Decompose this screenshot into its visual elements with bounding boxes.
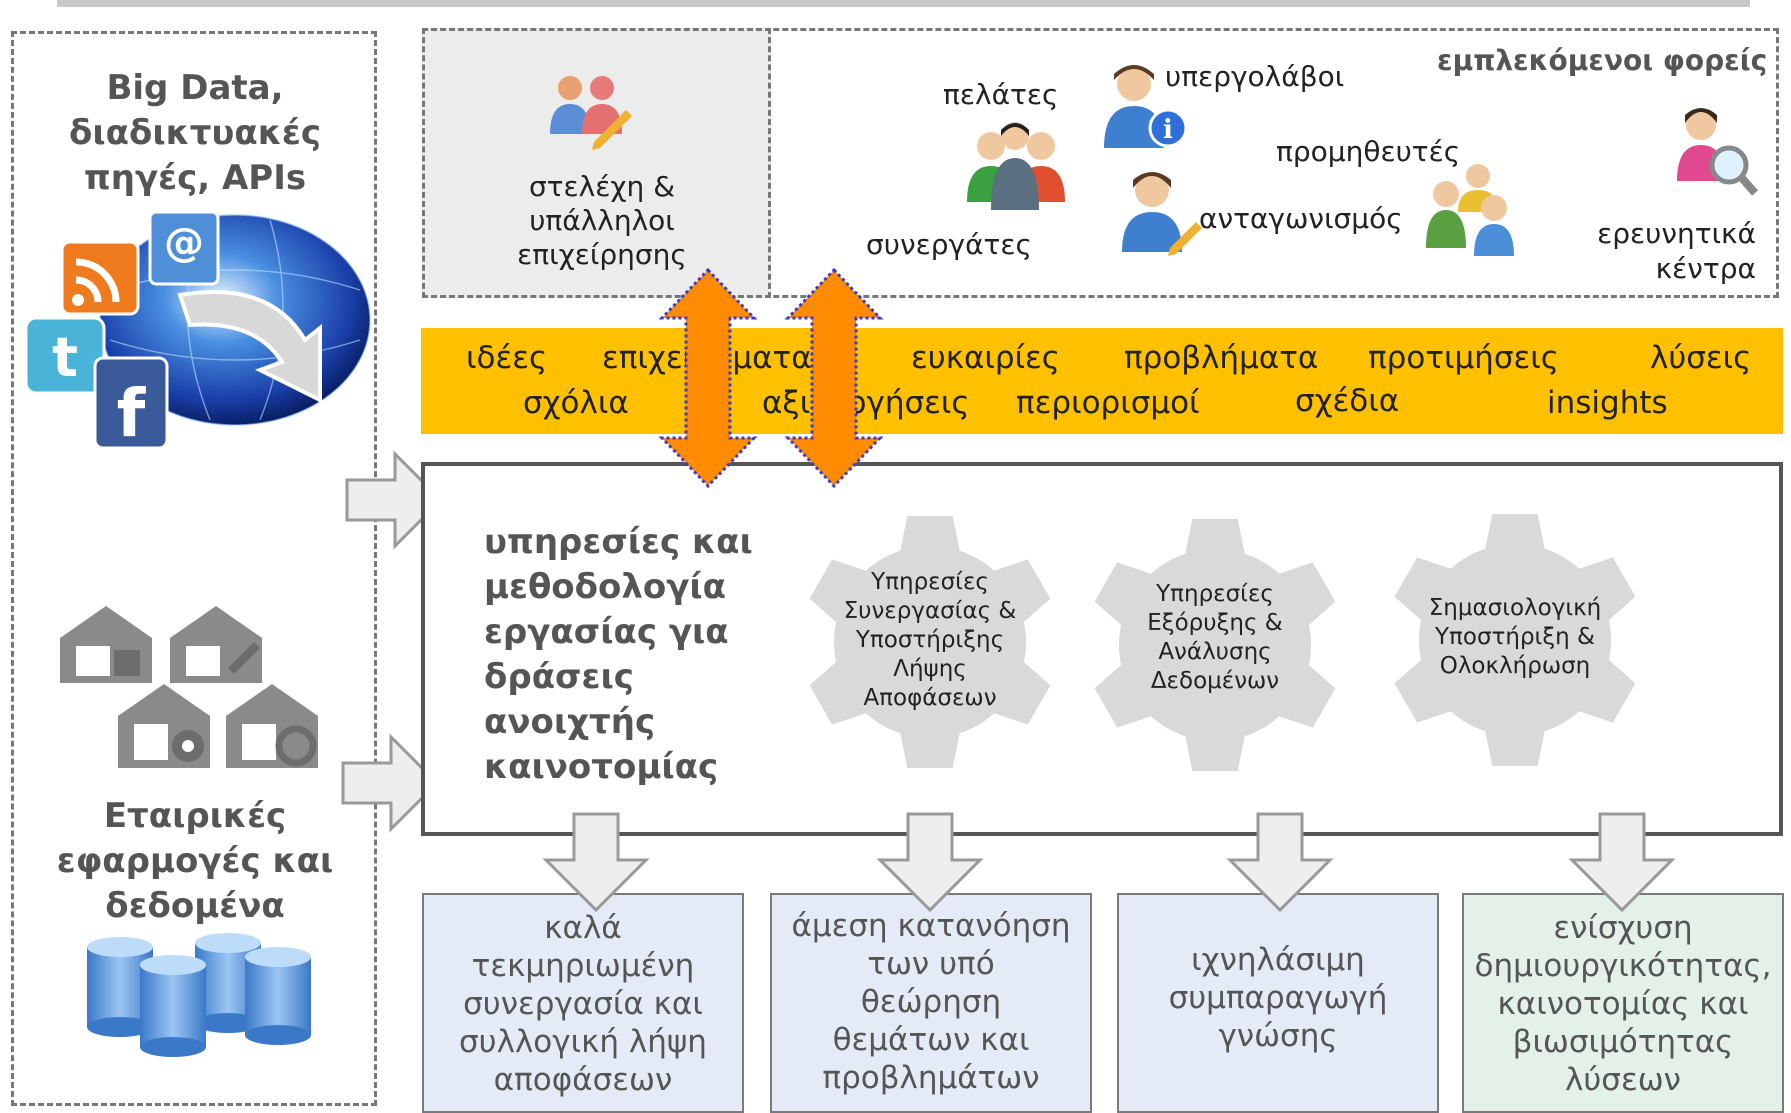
keyword-item: σχέδια — [1295, 383, 1400, 419]
facebook-icon: f — [93, 356, 169, 452]
svg-text:@: @ — [164, 220, 204, 266]
curved-arrow-icon — [177, 290, 322, 404]
stakeholders-heading: εμπλεκόμενοι φορείς — [1437, 44, 1768, 77]
gear-icon — [1394, 514, 1636, 766]
competition-edit-icon — [1122, 172, 1202, 256]
web-sources-collage: @ t f — [24, 210, 371, 452]
gear-shape — [1394, 514, 1636, 766]
svg-text:i: i — [1163, 115, 1173, 145]
twitter-icon: t — [24, 316, 106, 395]
subcontractors-label: υπεργολάβοι — [1165, 60, 1345, 93]
database-icon — [87, 933, 311, 1057]
keyword-item: ευκαιρίες — [911, 340, 1061, 376]
input-arrow-bottom — [341, 733, 440, 833]
keyword-band — [421, 328, 1783, 434]
keyword-item: insights — [1547, 385, 1668, 421]
down-arrow-4 — [1568, 812, 1676, 913]
keyword-item: αξιολογήσεις — [762, 385, 970, 421]
keyword-item: ιδέες — [466, 340, 548, 376]
top-rule — [57, 0, 1750, 7]
staff-people-icon — [550, 76, 632, 150]
research-search-icon — [1677, 108, 1759, 196]
warehouse-icon — [60, 606, 318, 768]
double-arrow-left — [658, 267, 758, 489]
input-arrow-top — [345, 450, 444, 550]
competition-label: ανταγωνισμός — [1199, 202, 1403, 235]
svg-text:f: f — [117, 375, 147, 452]
gear-label-semantic: Σημασιολογική Υποστήριξη & Ολοκλήρωση — [1428, 595, 1602, 679]
outcome-box-understanding: άμεση κατανόηση των υπό θεώρηση θεμάτων … — [770, 893, 1092, 1113]
subcontractor-info-icon: i — [1104, 65, 1188, 148]
down-arrow-1 — [542, 812, 650, 913]
news-email-icon: @ — [148, 210, 220, 286]
gear-label-data-mining: Υπηρεσίες Εξόρυξης & Ανάλυσης Δεδομένων — [1147, 581, 1283, 694]
methodology-title: υπηρεσίες και μεθοδολογία εργασίας για δ… — [484, 522, 753, 787]
staff-box — [422, 28, 771, 298]
gear-shape — [1094, 519, 1336, 771]
outcome-box-knowledge: ιχνηλάσιμη συμπαραγωγή γνώσης — [1117, 893, 1439, 1113]
research-label: ερευνητικά κέντρα — [1597, 217, 1756, 285]
keyword-item: περιορισμοί — [1016, 385, 1200, 421]
keyword-item: προτιμήσεις — [1368, 340, 1559, 376]
gear-shape — [809, 516, 1051, 768]
down-arrow-3 — [1226, 812, 1334, 913]
keyword-item: λύσεις — [1650, 340, 1752, 376]
keyword-item: σχόλια — [523, 385, 629, 421]
svg-text:t: t — [52, 326, 78, 389]
rss-icon — [60, 240, 140, 316]
staff-label: στελέχη & υπάλληλοι επιχείρησης — [517, 170, 687, 271]
keyword-item: προβλήματα — [1124, 340, 1319, 376]
outcome-box-innovation: ενίσχυση δημιουργικότητας, καινοτομίας κ… — [1462, 893, 1784, 1113]
suppliers-label: προμηθευτές — [1276, 135, 1461, 168]
gear-icon — [809, 516, 1051, 768]
partners-label: συνεργάτες — [866, 228, 1032, 261]
double-arrow-right — [784, 267, 884, 489]
gear-label-decision-support: Υπηρεσίες Συνεργασίας & Υποστήριξης Λήψη… — [843, 569, 1017, 711]
enterprise-apps-title: Εταιρικές εφαρμογές και δεδομένα — [56, 796, 334, 926]
down-arrow-2 — [876, 812, 984, 913]
suppliers-group-icon — [1426, 164, 1514, 256]
customers-label: πελάτες — [943, 78, 1059, 111]
customers-group-icon — [967, 122, 1065, 210]
web-sources-title: Big Data, διαδικτυακές πηγές, APIs — [69, 68, 321, 198]
gear-icon — [1094, 519, 1336, 771]
outcome-box-decision: καλά τεκμηριωμένη συνεργασία και συλλογι… — [422, 893, 744, 1113]
